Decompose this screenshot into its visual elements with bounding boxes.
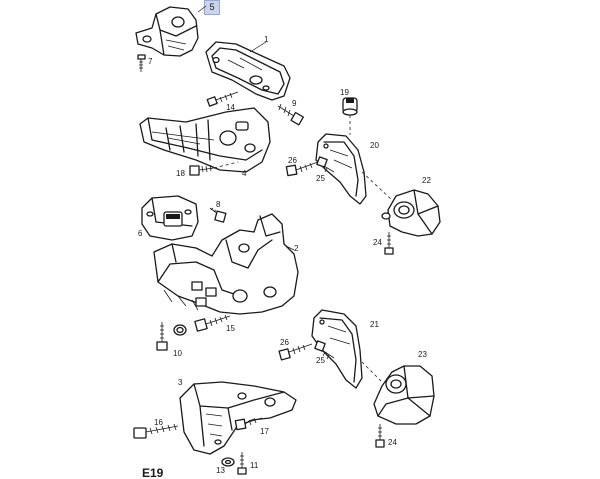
callout-16[interactable]: 16: [154, 418, 163, 427]
callout-18[interactable]: 18: [176, 169, 185, 178]
callout-13[interactable]: 13: [216, 466, 225, 475]
callout-3[interactable]: 3: [178, 378, 183, 387]
bolt-26-upper[interactable]: [285, 161, 319, 177]
part-20-cover[interactable]: [315, 133, 367, 205]
bolt-10[interactable]: [156, 322, 187, 351]
callout-10[interactable]: 10: [173, 349, 182, 358]
bolt-8[interactable]: [209, 207, 227, 223]
part-5-mount[interactable]: [135, 6, 199, 57]
nut-13[interactable]: [221, 457, 235, 467]
part-23-engine-mount[interactable]: [373, 365, 435, 425]
callout-4[interactable]: 4: [242, 169, 247, 178]
callout-8[interactable]: 8: [216, 200, 221, 209]
leader-line: [249, 41, 267, 53]
callout-25-upper[interactable]: 25: [316, 174, 325, 183]
callout-23[interactable]: 23: [418, 350, 427, 359]
part-22-engine-mount[interactable]: [381, 189, 441, 237]
leader-line: [285, 245, 295, 251]
part-2-main-bracket[interactable]: [153, 213, 299, 315]
callout-25-lower[interactable]: 25: [316, 356, 325, 365]
callout-1[interactable]: 1: [264, 35, 269, 44]
callout-17[interactable]: 17: [260, 427, 269, 436]
callout-24-lower[interactable]: 24: [388, 438, 397, 447]
bolt-16[interactable]: [133, 423, 179, 439]
bolt-15[interactable]: [194, 314, 231, 332]
callout-26-upper[interactable]: 26: [288, 156, 297, 165]
callout-14[interactable]: 14: [226, 103, 235, 112]
callout-20[interactable]: 20: [370, 141, 379, 150]
callout-19[interactable]: 19: [340, 88, 349, 97]
part-6-small-mount[interactable]: [141, 195, 199, 241]
bolt-18[interactable]: [189, 164, 215, 176]
part-19-bushing[interactable]: [342, 97, 358, 116]
bolt-7[interactable]: [137, 54, 146, 72]
part-number-badge[interactable]: 5: [204, 0, 220, 15]
callout-2[interactable]: 2: [294, 244, 299, 253]
bolt-9[interactable]: [277, 103, 304, 126]
bolt-26-lower[interactable]: [278, 343, 313, 361]
part-3-lower-bracket[interactable]: [179, 381, 297, 455]
bolt-17[interactable]: [234, 417, 263, 431]
bolt-25-upper[interactable]: [316, 156, 335, 173]
part-4-ribbed-bracket[interactable]: [139, 107, 271, 173]
callout-7[interactable]: 7: [148, 57, 153, 66]
leader-line: [197, 5, 207, 13]
callout-21[interactable]: 21: [370, 320, 379, 329]
callout-9[interactable]: 9: [292, 99, 297, 108]
callout-11[interactable]: 11: [250, 461, 259, 470]
bolt-14[interactable]: [206, 91, 239, 107]
callout-26-lower[interactable]: 26: [280, 338, 289, 347]
bolt-24-lower[interactable]: [375, 424, 385, 448]
callout-6[interactable]: 6: [138, 229, 143, 238]
callout-24-upper[interactable]: 24: [373, 238, 382, 247]
callout-15[interactable]: 15: [226, 324, 235, 333]
bolt-25-lower[interactable]: [314, 340, 335, 360]
part-1-bracket-plate[interactable]: [205, 41, 291, 101]
callout-22[interactable]: 22: [422, 176, 431, 185]
bolt-24-upper[interactable]: [384, 232, 394, 255]
bolt-11[interactable]: [237, 452, 247, 475]
figure-id: E19: [142, 466, 164, 479]
